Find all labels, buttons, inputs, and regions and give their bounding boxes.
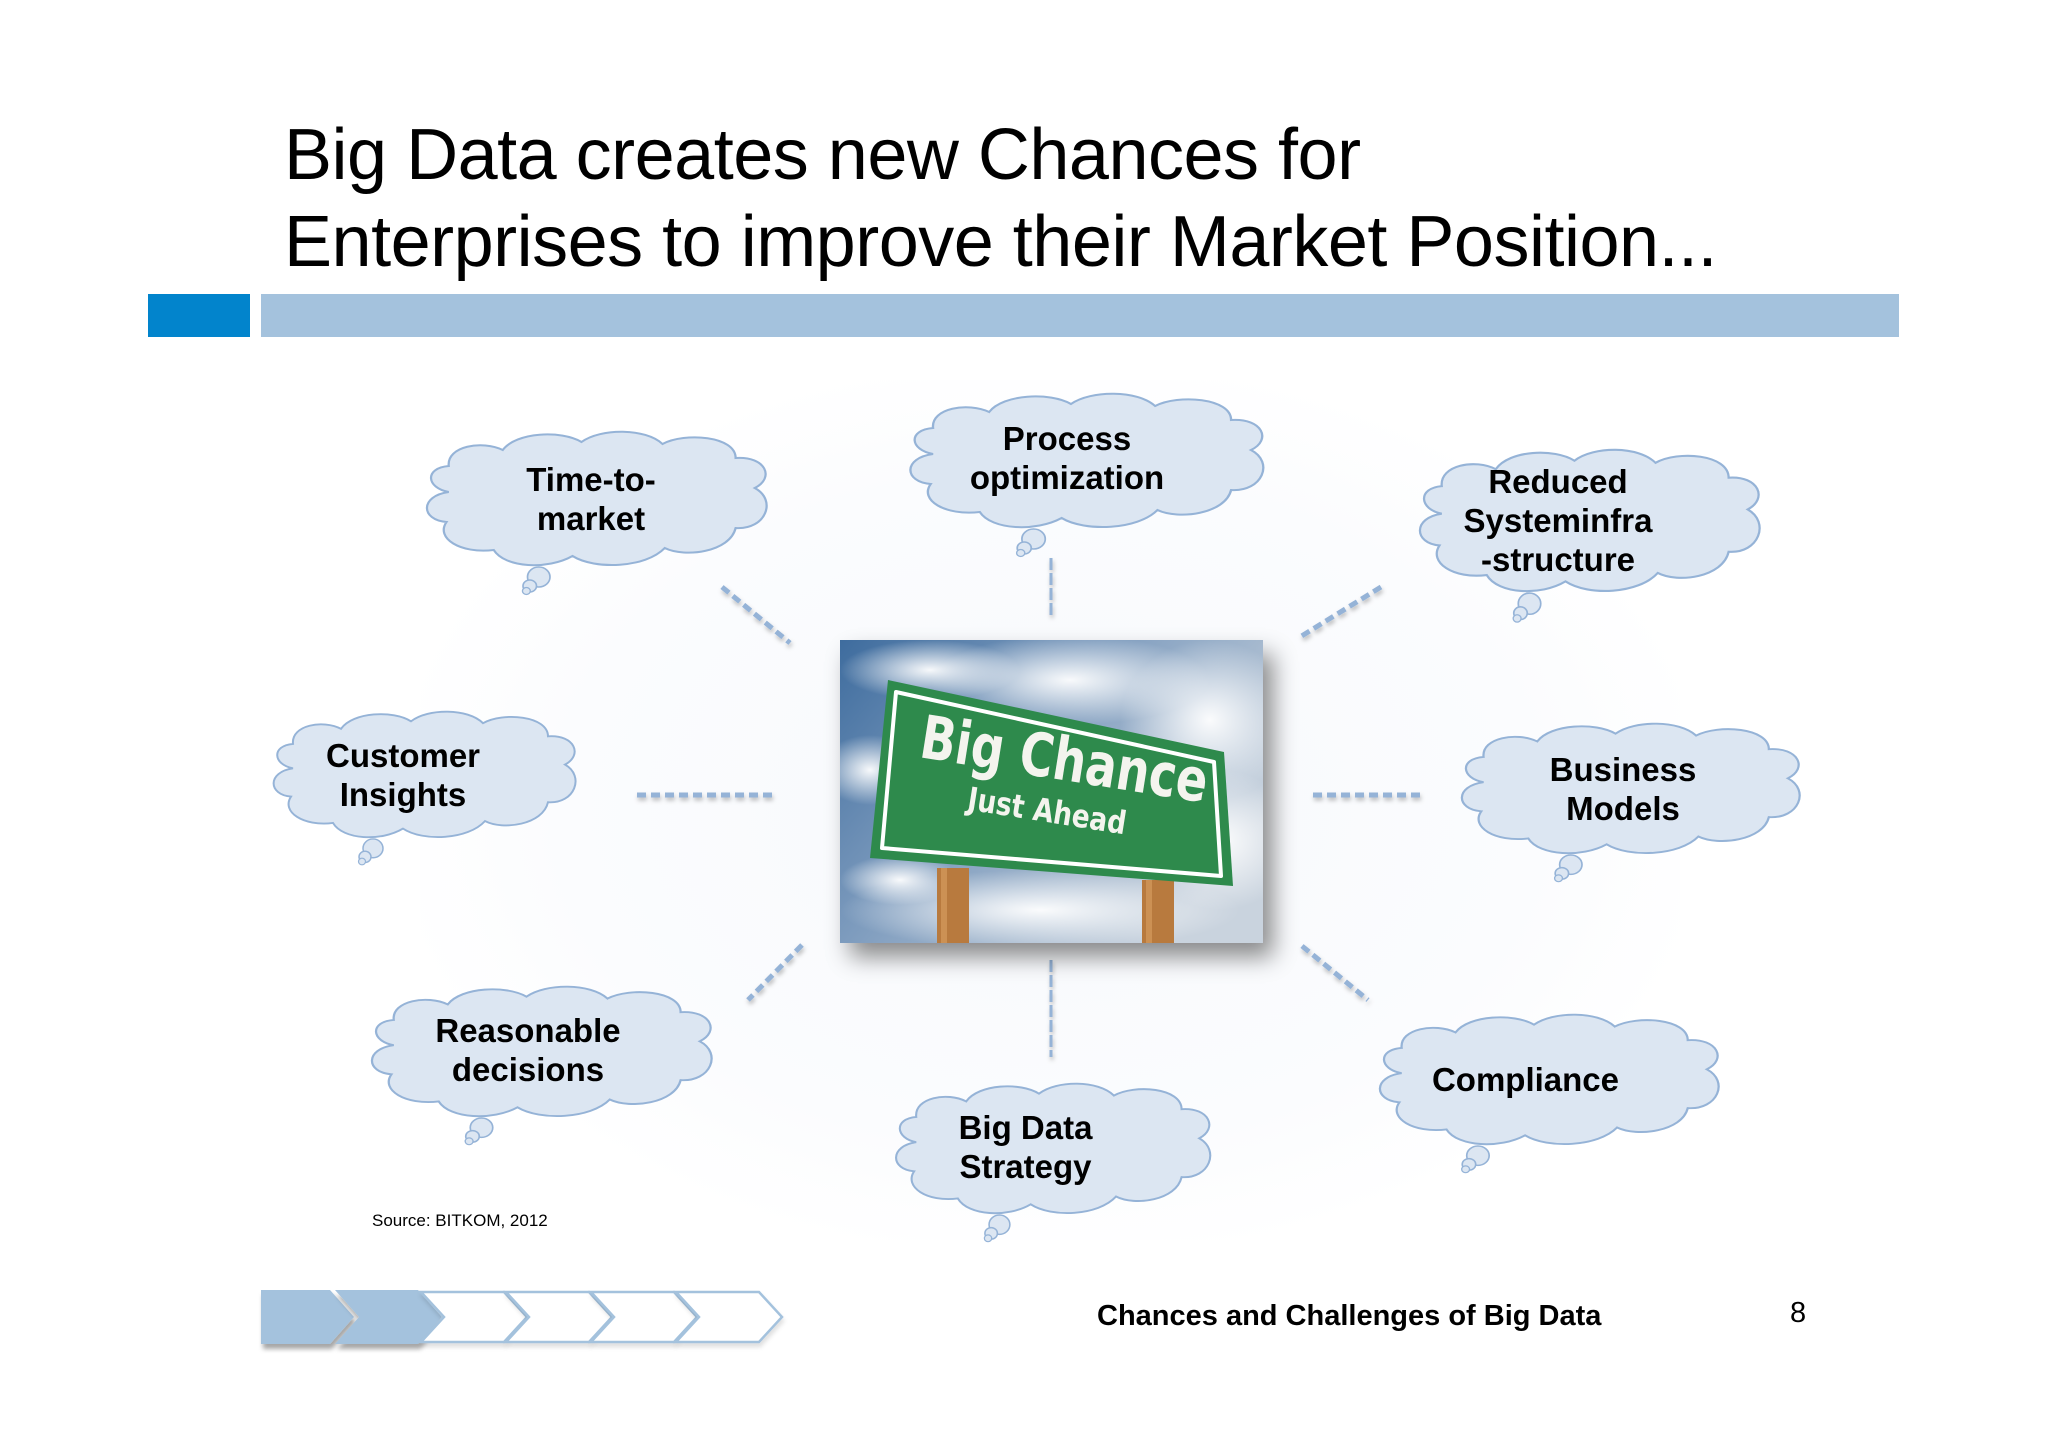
big-chance-road-sign-image: Big Chance Just Ahead bbox=[840, 640, 1263, 943]
cloud-shape-icon bbox=[895, 1082, 1212, 1243]
title-line-2: Enterprises to improve their Market Posi… bbox=[284, 202, 1718, 282]
cloud-big-data-strategy: Big Data Strategy bbox=[885, 1082, 1218, 1247]
cloud-shape-icon bbox=[370, 985, 713, 1146]
cloud-label: Business Models bbox=[1549, 751, 1697, 827]
cloud-label: Time-to- market bbox=[526, 461, 656, 537]
cloud-compliance: Compliance bbox=[1368, 1013, 1727, 1178]
cloud-label: Reduced Systeminfra -structure bbox=[1463, 463, 1653, 578]
footer-title: Chances and Challenges of Big Data bbox=[1097, 1300, 1602, 1332]
cloud-shape-icon bbox=[1418, 448, 1761, 623]
cloud-shape-icon bbox=[425, 430, 768, 596]
slide-title: Big Data creates new Chances for Enterpr… bbox=[284, 112, 1718, 286]
chevron-step-1-icon bbox=[261, 1290, 354, 1344]
cloud-reduced-systeminfrastructure: Reduced Systeminfra -structure bbox=[1408, 448, 1768, 628]
cloud-shape-icon bbox=[1460, 722, 1801, 883]
cloud-shape-icon bbox=[272, 710, 577, 866]
cloud-label: Customer Insights bbox=[325, 737, 481, 813]
chevron-step-3-icon bbox=[418, 1290, 529, 1344]
cloud-shape-icon bbox=[909, 392, 1265, 558]
title-line-1: Big Data creates new Chances for bbox=[284, 115, 1361, 195]
cloud-customer-insights: Customer Insights bbox=[263, 710, 583, 870]
cloud-label: Reasonable decisions bbox=[435, 1012, 621, 1088]
cloud-label: Compliance bbox=[1431, 1061, 1620, 1098]
cloud-label: Process optimization bbox=[969, 420, 1165, 496]
cloud-reasonable-decisions: Reasonable decisions bbox=[360, 985, 720, 1150]
progress-chevrons bbox=[261, 1290, 784, 1344]
cloud-business-models: Business Models bbox=[1450, 722, 1808, 887]
source-citation: Source: BITKOM, 2012 bbox=[372, 1211, 548, 1230]
cloud-process-optimization: Process optimization bbox=[898, 392, 1272, 562]
cloud-time-to-market: Time-to- market bbox=[415, 430, 775, 600]
chevron-step-4-icon bbox=[503, 1290, 614, 1344]
title-divider-bar bbox=[261, 294, 1899, 337]
chevron-step-5-icon bbox=[588, 1290, 699, 1344]
road-sign-illustration: Big Chance Just Ahead bbox=[840, 640, 1263, 943]
title-accent-square bbox=[148, 294, 250, 337]
cloud-shape-icon bbox=[1378, 1013, 1720, 1174]
cloud-label: Big Data Strategy bbox=[958, 1109, 1093, 1185]
chevron-step-6-icon bbox=[673, 1290, 784, 1344]
chevron-step-2-icon bbox=[335, 1290, 442, 1344]
page-number: 8 bbox=[1790, 1297, 1807, 1329]
